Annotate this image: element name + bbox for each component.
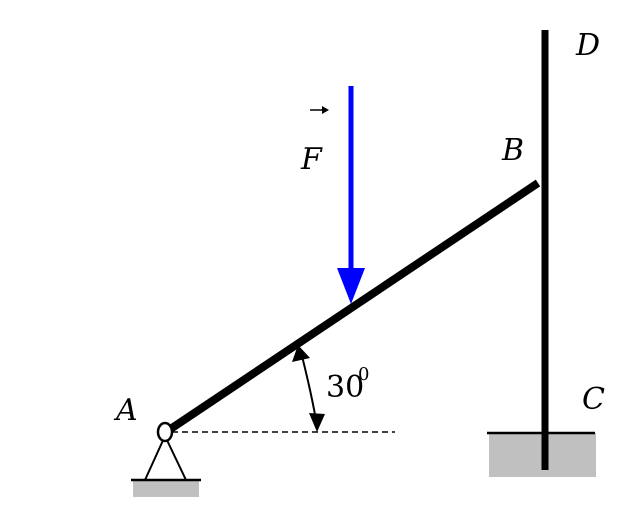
label-f: F bbox=[300, 142, 323, 177]
label-c: C bbox=[582, 382, 605, 417]
label-b: B bbox=[501, 133, 524, 168]
support-a-triangle bbox=[144, 433, 187, 481]
angle-unit: 0 bbox=[358, 364, 369, 385]
angle-value: 30 bbox=[326, 370, 364, 405]
label-a: A bbox=[113, 393, 138, 428]
vector-arrow-icon bbox=[322, 106, 329, 114]
angle-arc bbox=[301, 355, 317, 421]
angle-arrow-down-icon bbox=[309, 413, 325, 432]
angle-arrow-up-icon bbox=[292, 345, 310, 362]
pin-a bbox=[156, 421, 174, 443]
label-d: D bbox=[575, 28, 600, 63]
beam-ab bbox=[163, 179, 541, 436]
support-a-ground bbox=[133, 480, 199, 497]
force-f-arrowhead-icon bbox=[337, 268, 365, 304]
